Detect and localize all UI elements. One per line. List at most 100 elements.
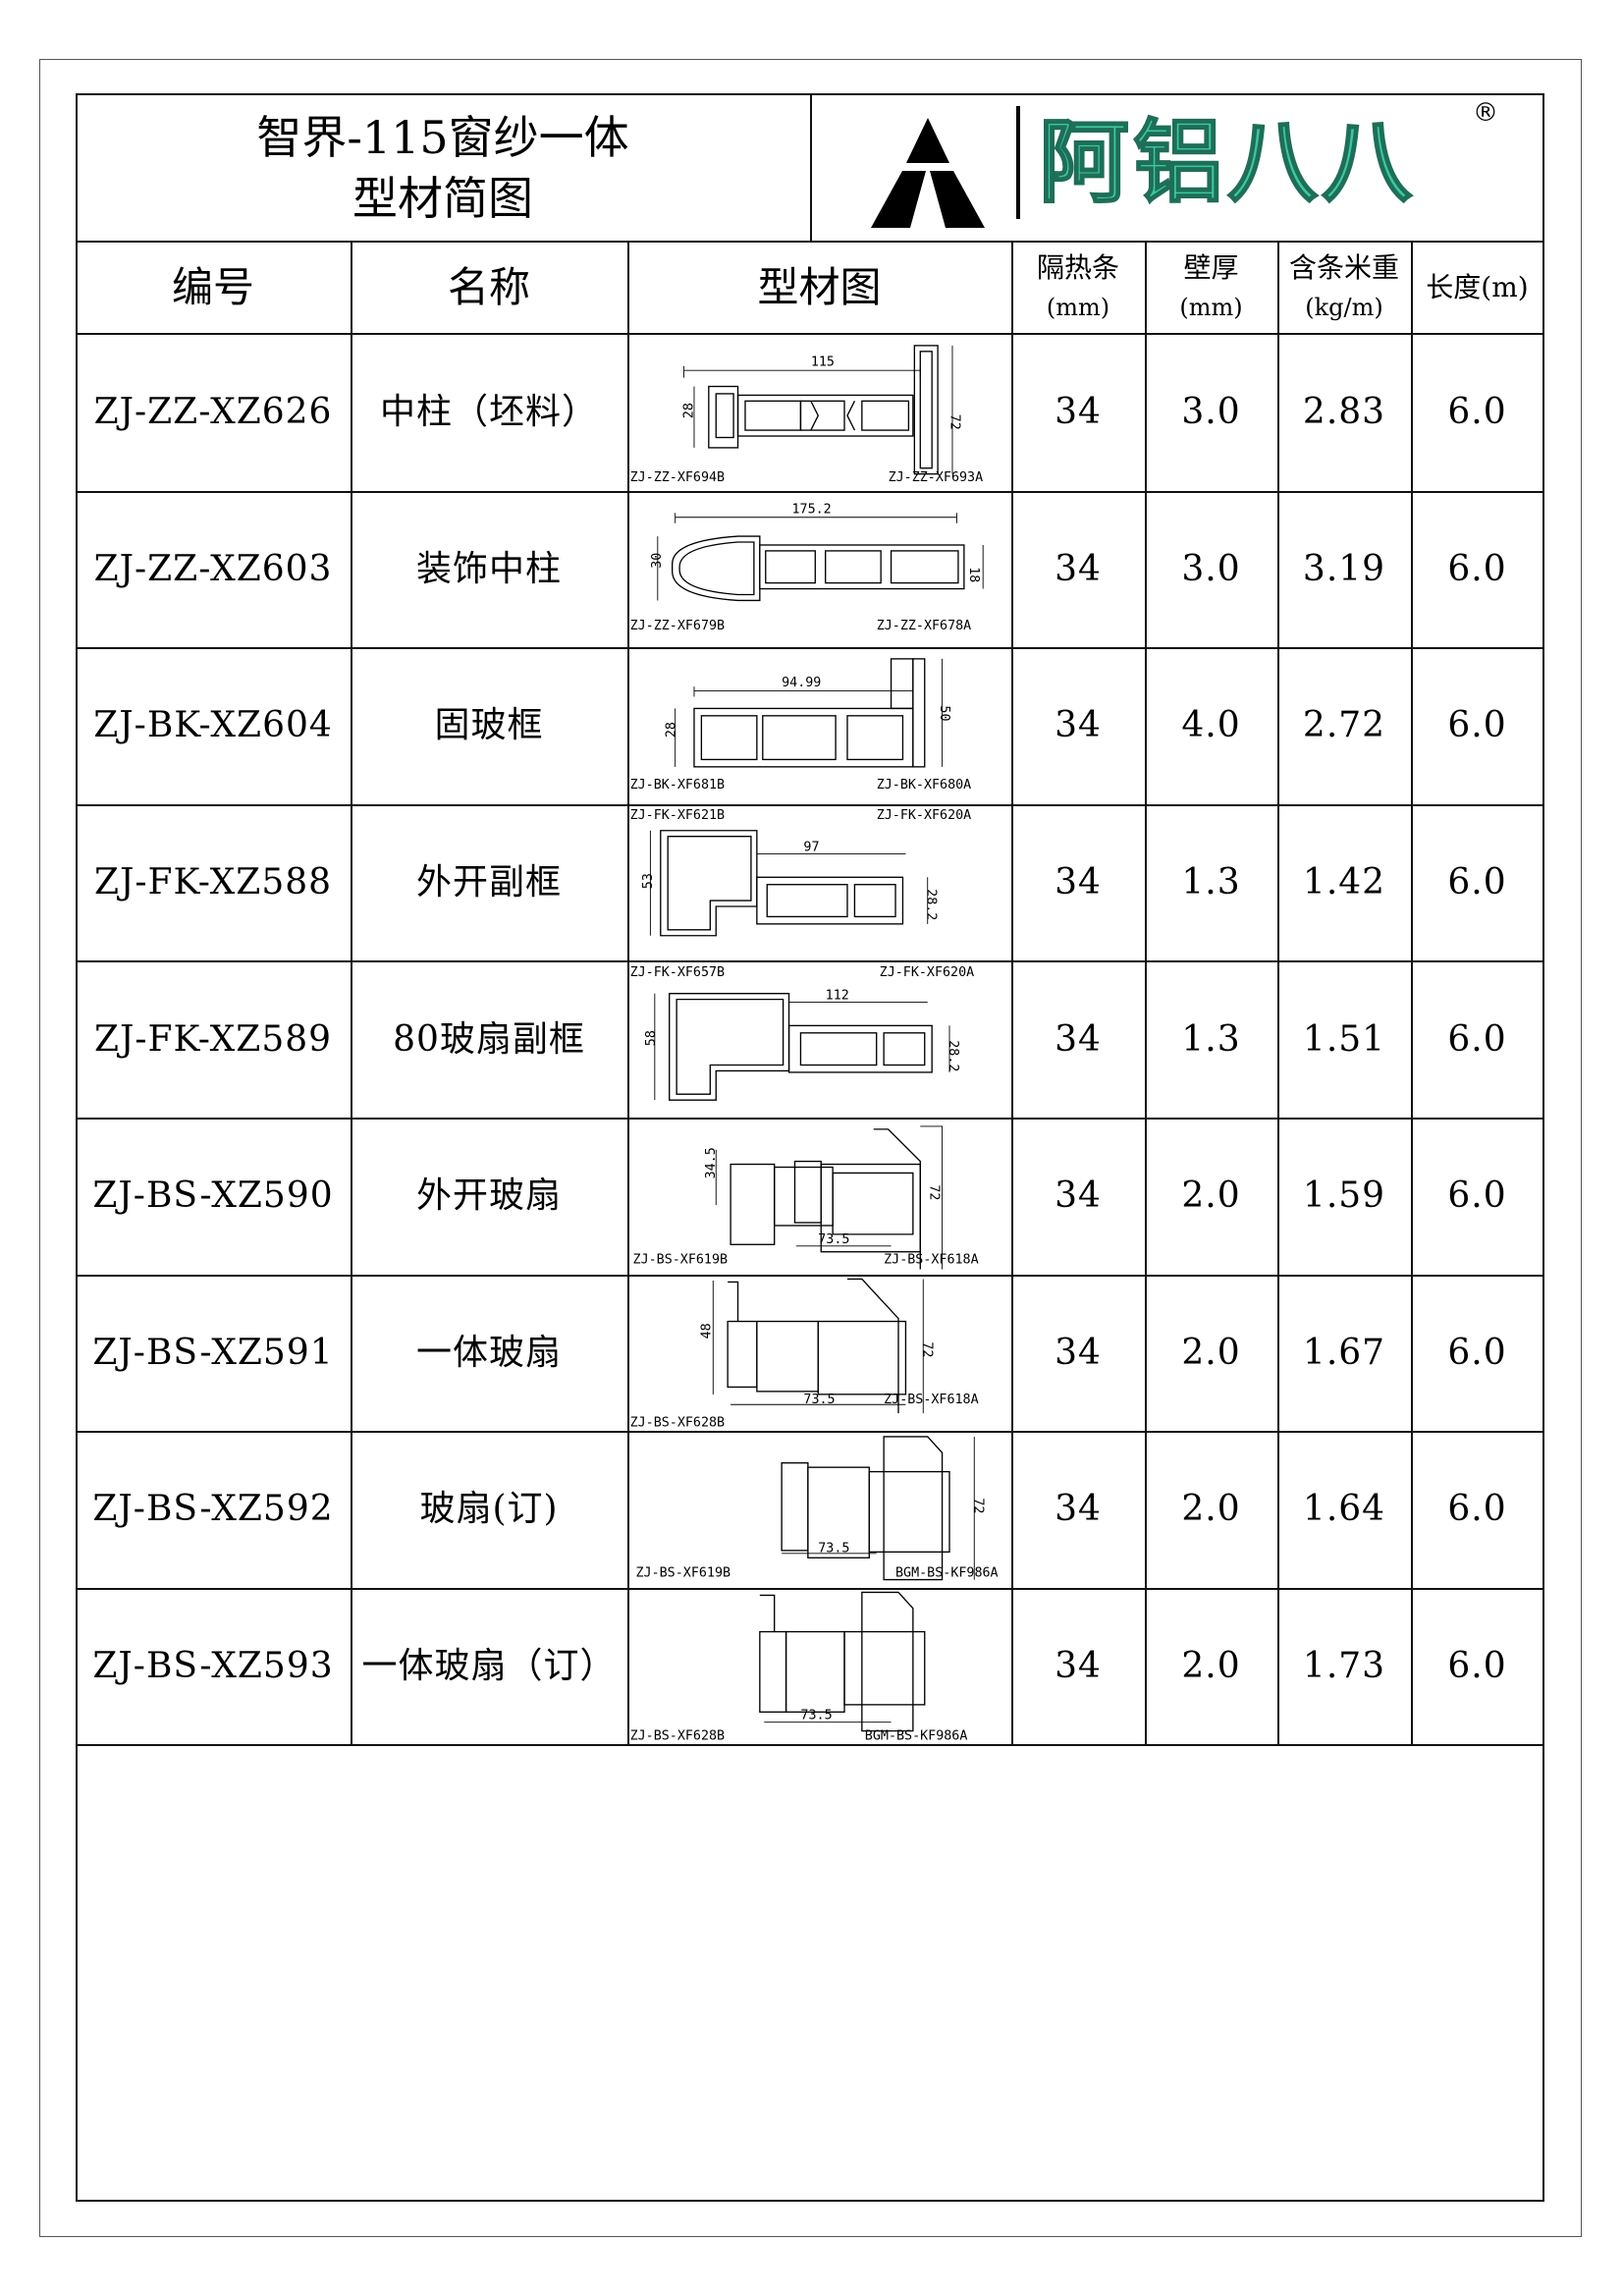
cell-code: ZJ-BS-XZ591 [92, 1332, 334, 1373]
column-divider [1277, 242, 1279, 1745]
divider [76, 333, 1544, 335]
svg-text:28: 28 [681, 403, 696, 418]
svg-text:73.5: 73.5 [803, 1393, 835, 1407]
col-header-strip-label: 隔热条 [1036, 251, 1119, 284]
cell-weight: 1.59 [1302, 1175, 1386, 1217]
cell-weight: 1.73 [1302, 1646, 1386, 1687]
svg-text:58: 58 [644, 1030, 659, 1046]
cell-length: 6.0 [1447, 1175, 1507, 1217]
divider [810, 93, 812, 242]
cell-length: 6.0 [1447, 1646, 1507, 1687]
svg-text:BGM-BS-KF986A: BGM-BS-KF986A [865, 1729, 968, 1744]
cell-name: 固玻框 [434, 705, 544, 746]
svg-text:ZJ-BS-XF619B: ZJ-BS-XF619B [633, 1253, 729, 1268]
svg-text:ZJ-BK-XF680A: ZJ-BK-XF680A [877, 779, 972, 793]
svg-text:72: 72 [970, 1499, 985, 1514]
cell-code: ZJ-BS-XZ590 [92, 1175, 334, 1217]
cell-length: 6.0 [1447, 705, 1507, 746]
svg-text:ZJ-FK-XF620A: ZJ-FK-XF620A [877, 808, 972, 823]
cell-code: ZJ-ZZ-XZ626 [93, 392, 333, 433]
col-header-strip: 隔热条 (mm) [1011, 242, 1145, 334]
svg-text:28.2: 28.2 [946, 1040, 960, 1071]
cell-name: 装饰中柱 [415, 548, 562, 589]
svg-text:30: 30 [650, 553, 665, 569]
cell-weight: 1.64 [1302, 1489, 1386, 1530]
svg-text:73.5: 73.5 [818, 1232, 849, 1247]
svg-text:ZJ-ZZ-XF694B: ZJ-ZZ-XF694B [630, 470, 726, 485]
cell-weight: 1.51 [1302, 1018, 1386, 1060]
cell-length: 6.0 [1447, 1332, 1507, 1373]
svg-text:72: 72 [927, 1185, 942, 1201]
logo-divider [1016, 106, 1020, 219]
svg-text:115: 115 [811, 355, 835, 370]
column-divider [627, 242, 629, 1745]
cell-code: ZJ-FK-XZ589 [93, 1018, 333, 1060]
page-title: 智界-115窗纱一体 型材简图 [76, 93, 810, 242]
cell-strip: 34 [1055, 1332, 1102, 1373]
cell-weight: 3.19 [1302, 548, 1386, 589]
cell-wall: 3.0 [1181, 548, 1241, 589]
svg-text:72: 72 [919, 1341, 934, 1357]
col-header-weight-label: 含条米重 [1288, 251, 1399, 284]
cell-length: 6.0 [1447, 1489, 1507, 1530]
svg-text:112: 112 [826, 988, 849, 1003]
cell-strip: 34 [1055, 1175, 1102, 1217]
svg-text:ZJ-BS-XF618A: ZJ-BS-XF618A [884, 1393, 979, 1407]
row-divider [76, 1118, 1544, 1120]
col-header-drawing: 型材图 [757, 262, 882, 311]
brand-logo: 阿铝八八 ® [844, 98, 1532, 236]
svg-text:ZJ-ZZ-XF693A: ZJ-ZZ-XF693A [889, 470, 984, 485]
cell-wall: 3.0 [1181, 392, 1241, 433]
registered-mark: ® [1473, 98, 1498, 128]
svg-text:72: 72 [947, 414, 961, 430]
svg-text:ZJ-BS-XF628B: ZJ-BS-XF628B [630, 1415, 726, 1430]
logo-a-icon [871, 118, 985, 228]
cell-code: ZJ-ZZ-XZ603 [93, 548, 333, 589]
svg-text:ZJ-FK-XF621B: ZJ-FK-XF621B [630, 808, 726, 823]
svg-text:97: 97 [803, 841, 819, 855]
column-divider [351, 242, 352, 1745]
col-header-code: 编号 [171, 262, 254, 311]
page-outer-border [39, 59, 1582, 2237]
row-divider [76, 1744, 1544, 1747]
svg-text:ZJ-ZZ-XF679B: ZJ-ZZ-XF679B [630, 619, 726, 633]
svg-text:ZJ-BS-XF618A: ZJ-BS-XF618A [884, 1253, 979, 1268]
cell-name: 外开玻扇 [415, 1175, 562, 1217]
cell-strip: 34 [1055, 705, 1102, 746]
svg-text:53: 53 [641, 873, 656, 889]
cell-strip: 34 [1055, 862, 1102, 903]
col-header-strip-unit: (mm) [1046, 294, 1110, 321]
column-divider [1411, 242, 1413, 1745]
cell-wall: 1.3 [1181, 1018, 1241, 1060]
cell-strip: 34 [1055, 392, 1102, 433]
cell-wall: 2.0 [1181, 1489, 1241, 1530]
svg-text:73.5: 73.5 [818, 1542, 849, 1557]
cell-strip: 34 [1055, 1018, 1102, 1060]
svg-text:ZJ-ZZ-XF678A: ZJ-ZZ-XF678A [877, 619, 972, 633]
row-divider [76, 1274, 1544, 1277]
column-divider [1011, 242, 1013, 1745]
cell-code: ZJ-FK-XZ588 [93, 862, 333, 903]
cell-length: 6.0 [1447, 392, 1507, 433]
svg-text:ZJ-BS-XF619B: ZJ-BS-XF619B [636, 1566, 731, 1581]
cell-wall: 4.0 [1181, 705, 1241, 746]
column-divider [1145, 242, 1147, 1745]
svg-text:ZJ-FK-XF657B: ZJ-FK-XF657B [630, 965, 726, 980]
col-header-wall-unit: (mm) [1179, 294, 1243, 321]
col-header-name: 名称 [447, 262, 530, 311]
col-header-wall-label: 壁厚 [1183, 251, 1239, 284]
cell-code: ZJ-BS-XZ593 [92, 1646, 334, 1687]
profile-cross-section: 115 28 72 ZJ-ZZ-XF694B ZJ-ZZ-XF693A [630, 345, 984, 485]
cell-length: 6.0 [1447, 1018, 1507, 1060]
cell-length: 6.0 [1447, 548, 1507, 589]
row-divider [76, 647, 1544, 650]
